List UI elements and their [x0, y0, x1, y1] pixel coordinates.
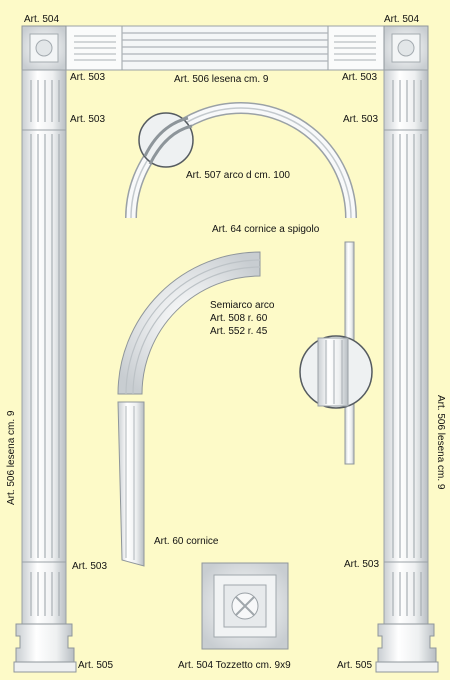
label-art503-bottom-left: Art. 503	[72, 561, 108, 572]
tozzetto-art-504	[201, 562, 289, 650]
label-art507: Art. 507 arco d cm. 100	[186, 170, 290, 181]
label-art505-right: Art. 505	[337, 660, 373, 671]
label-art503-bottom-right: Art. 503	[344, 559, 380, 570]
label-art503-mid-left: Art. 503	[70, 114, 106, 125]
label-art503-top-left: Art. 503	[70, 72, 106, 83]
corner-block-top-right	[383, 25, 429, 71]
cornice-art-60	[117, 401, 145, 567]
label-semiarco-title: Semiarco arco	[210, 300, 275, 311]
label-semiarco-508: Art. 508 r. 60	[210, 313, 268, 324]
top-lesena-horizontal	[65, 25, 385, 71]
label-art60: Art. 60 cornice	[154, 536, 219, 547]
semiarch-piece	[117, 251, 261, 395]
corner-trim-art-64	[299, 241, 373, 465]
label-semiarco-552: Art. 552 r. 45	[210, 326, 268, 337]
corner-block-top-left	[21, 25, 67, 71]
label-art506-vertical-left: Art. 506 lesena cm. 9	[6, 410, 17, 506]
label-art506-vertical-right: Art. 506 lesena cm. 9	[435, 395, 446, 490]
left-pilaster	[13, 69, 77, 673]
label-art504-top-left: Art. 504	[24, 14, 60, 25]
label-art503-top-right: Art. 503	[342, 72, 378, 83]
arch-art-507	[125, 102, 357, 219]
label-art505-left: Art. 505	[78, 660, 114, 671]
label-art504-top-right: Art. 504	[384, 14, 420, 25]
label-art506-top: Art. 506 lesena cm. 9	[174, 74, 269, 85]
label-art503-mid-right: Art. 503	[343, 114, 379, 125]
label-art64: Art. 64 cornice a spigolo	[212, 224, 320, 235]
label-art504-bottom: Art. 504 Tozzetto cm. 9x9	[178, 660, 291, 671]
right-pilaster	[375, 69, 439, 673]
